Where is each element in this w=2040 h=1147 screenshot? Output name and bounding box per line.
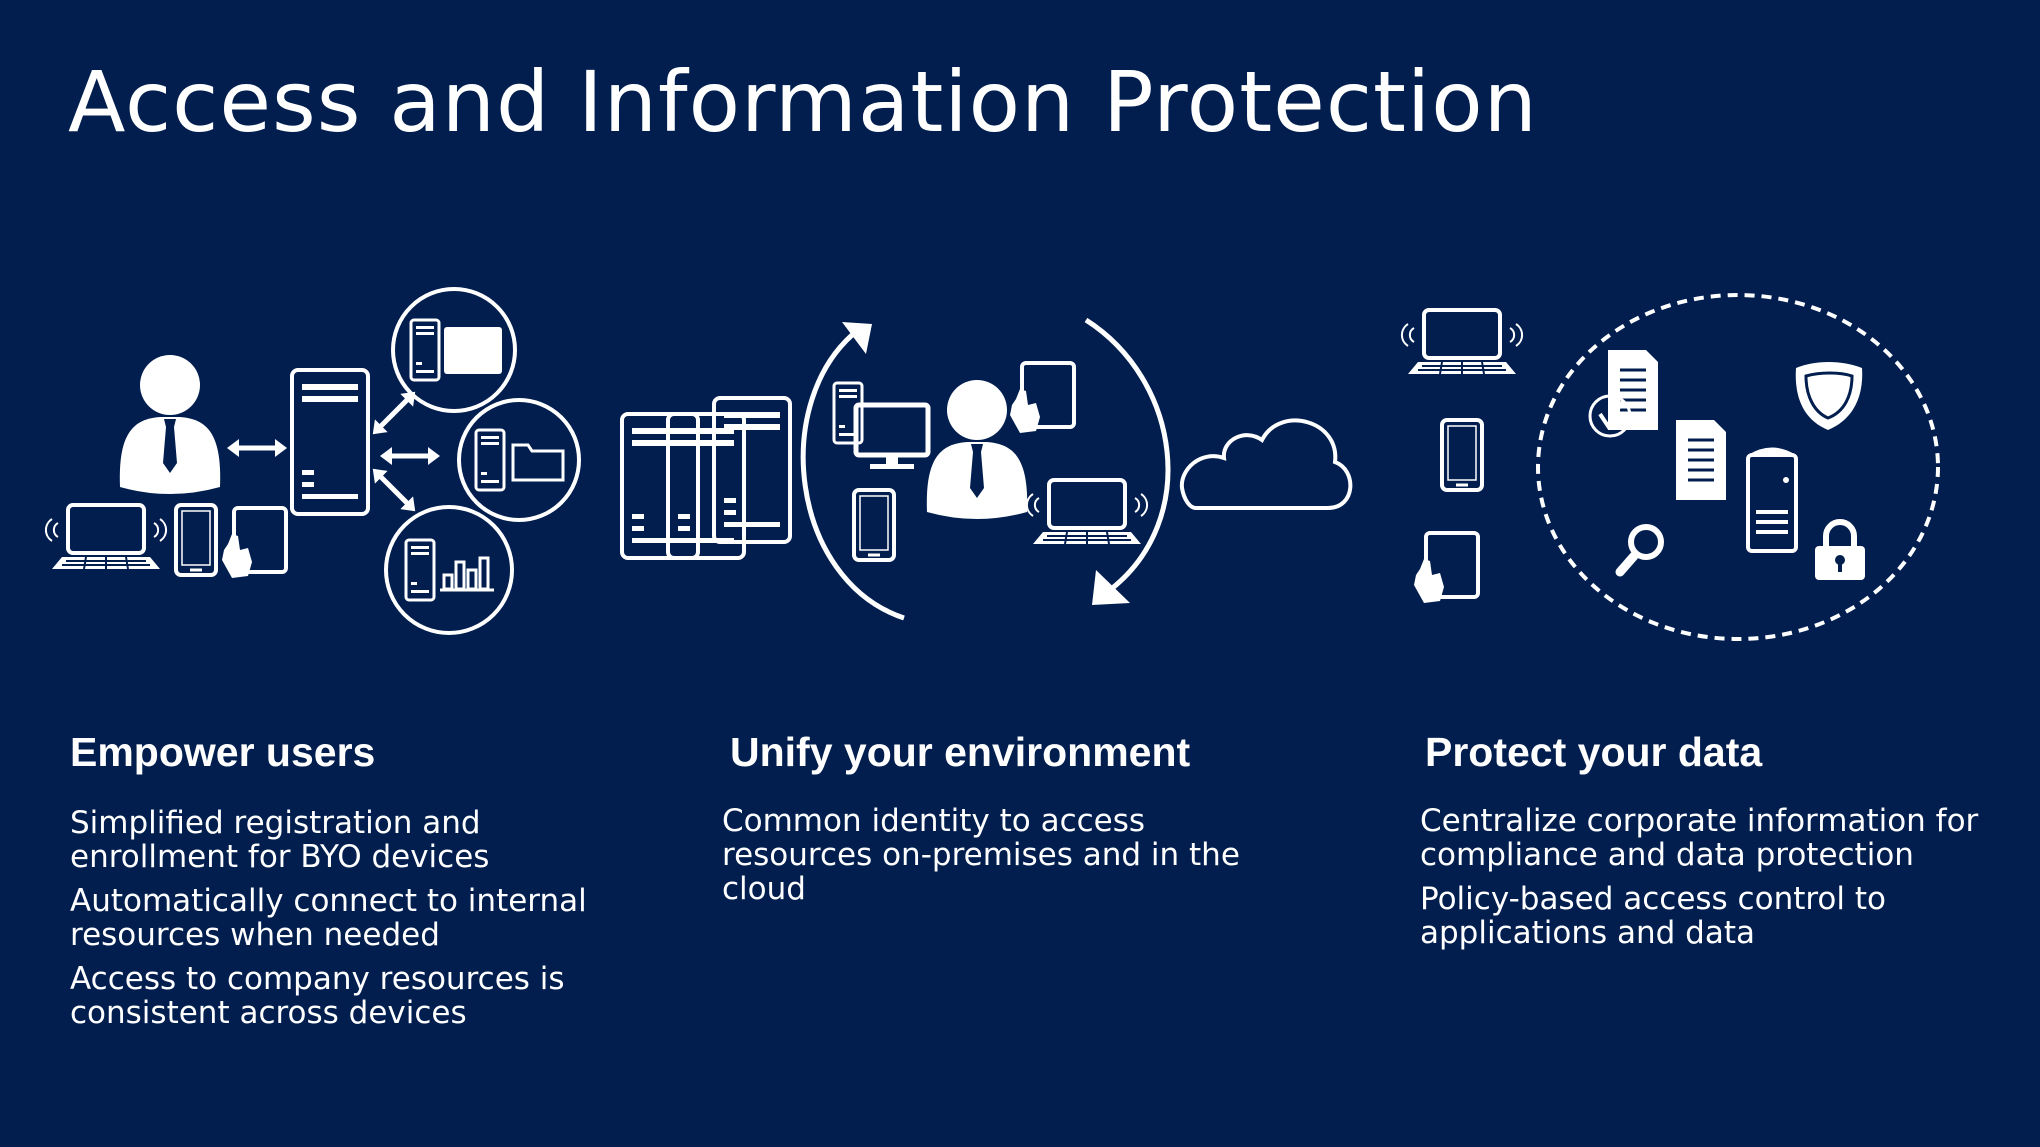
phone-icon	[1440, 418, 1484, 492]
unify-environment-column: Unify your environment Common identity t…	[722, 724, 1282, 916]
phone-icon	[852, 488, 896, 562]
server-icon	[404, 538, 436, 602]
list-item: Automatically connect to internal resour…	[70, 883, 587, 953]
server-icon	[474, 428, 506, 492]
list-item: Centralize corporate information for com…	[1420, 803, 1979, 873]
cloud-icon	[1179, 418, 1353, 510]
list-item: Policy-based access control to applicati…	[1420, 881, 1886, 951]
document-icon	[1674, 418, 1728, 502]
unify-environment-heading: Unify your environment	[730, 729, 1191, 775]
chart-icon	[440, 556, 494, 592]
sync-arrows-icon	[800, 328, 905, 621]
sync-arrows-icon	[1084, 317, 1171, 592]
protect-data-heading: Protect your data	[1425, 729, 1763, 775]
server-icon	[409, 318, 441, 382]
lock-icon	[1815, 519, 1865, 580]
unify-environment-illustration	[620, 317, 1353, 621]
arrow-icon	[842, 322, 872, 354]
arrow-icon	[366, 462, 421, 517]
tablet-icon	[1008, 361, 1076, 435]
tablet-icon	[1412, 531, 1480, 605]
shield-icon	[1795, 362, 1863, 430]
tablet-icon	[220, 506, 288, 580]
empower-users-column: Empower users Simplified registration an…	[70, 724, 630, 1040]
arrow-icon	[227, 439, 287, 457]
monitor-icon	[853, 402, 931, 469]
user-icon	[926, 380, 1028, 519]
check-icon	[1598, 400, 1624, 430]
arrow-icon	[380, 447, 440, 465]
laptop-icon	[1024, 478, 1150, 546]
empower-users-heading: Empower users	[70, 729, 376, 775]
list-item: Access to company resources is consisten…	[70, 961, 565, 1031]
magnifier-icon	[1615, 524, 1664, 577]
laptop-icon	[1399, 308, 1525, 376]
folder-icon	[511, 443, 565, 482]
phone-icon	[174, 503, 218, 577]
slide-title: Access and Information Protection	[68, 53, 1538, 151]
laptop-icon	[43, 503, 169, 571]
server-icon	[1746, 447, 1798, 553]
arrow-icon	[1092, 570, 1130, 605]
protect-data-column: Protect your data Centralize corporate i…	[1420, 724, 1980, 960]
server-icon	[620, 412, 700, 560]
server-icon	[666, 412, 746, 560]
list-item: Common identity to access resources on-p…	[722, 803, 1240, 907]
document-icon	[1606, 348, 1660, 432]
protect-data-illustration	[1399, 293, 1940, 641]
server-icon	[290, 368, 370, 516]
empower-users-illustration	[43, 287, 581, 635]
server-icon	[712, 396, 792, 544]
monitor-icon	[444, 327, 502, 374]
list-item: Simplified registration and enrollment f…	[70, 805, 490, 875]
user-icon	[119, 355, 221, 494]
